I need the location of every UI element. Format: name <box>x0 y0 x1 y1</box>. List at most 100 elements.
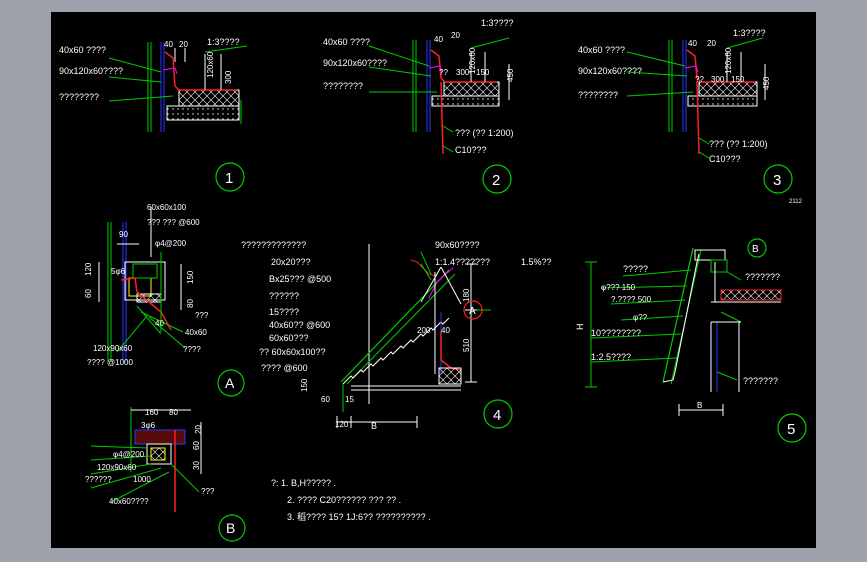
detail-a-bottom-2: ???? @1000 <box>87 358 133 367</box>
detail-a <box>98 207 245 397</box>
detail-5-callout-b: B <box>752 244 759 255</box>
detail-b-dim-30: 30 <box>192 461 201 470</box>
detail-b-label-3: 1000 <box>133 475 151 484</box>
detail-1-label-2: 90x120x60???? <box>59 66 123 76</box>
detail-a-rebar: φ4@200 <box>155 239 187 248</box>
detail-2-dim-450: 450 <box>506 68 515 82</box>
cad-drawing: 40x60 ???? 90x120x60???? ???????? 40 20 … <box>59 18 807 542</box>
detail-3-slope: 1:3???? <box>733 28 766 38</box>
detail-1-number: 1 <box>225 170 233 187</box>
detail-1-dim-300: 300 <box>224 70 233 84</box>
detail-4 <box>336 244 513 429</box>
detail-b-note: ??? <box>201 487 215 496</box>
detail-4-left-1: 20x20??? <box>271 257 311 267</box>
detail-b-dim-60: 60 <box>192 441 201 450</box>
detail-4-dim-180: 180 <box>462 288 471 302</box>
detail-4-dim-60: 60 <box>321 395 330 404</box>
detail-1 <box>108 42 248 192</box>
detail-2-dim-c: 150 <box>476 68 490 77</box>
note-line-1: ?: 1. B,H????? . <box>271 478 336 488</box>
detail-4-left-4: 15???? <box>269 307 299 317</box>
detail-a-top-1: 60x60x100 <box>147 203 187 212</box>
note-line-2: 2. ???? C20?????? ??? ?? . <box>287 495 401 505</box>
detail-3-dim-120: 120x60 <box>724 47 733 74</box>
detail-2-dim-a: ?? <box>439 68 448 77</box>
detail-2-dim-40: 40 <box>434 35 443 44</box>
detail-2-dim-b: 300 <box>456 68 470 77</box>
detail-3 <box>626 37 793 194</box>
detail-a-bottom-1: 120x90x60 <box>93 344 133 353</box>
detail-5-label-2: ?.???? 500 <box>611 295 652 304</box>
detail-4-left-5: 40x60?? @600 <box>269 320 330 330</box>
detail-2-number: 2 <box>492 172 500 189</box>
detail-3-note-2: C10??? <box>709 154 741 164</box>
detail-a-note-3: ??? <box>195 311 209 320</box>
detail-5-labels: B ????? φ??? 150 ?.???? 500 φ?? 10??????… <box>575 244 795 438</box>
detail-3-note-1: ??? (?? 1:200) <box>709 139 768 149</box>
detail-4-dim-15: 15 <box>345 395 354 404</box>
detail-1-slope: 1:3???? <box>207 37 240 47</box>
general-notes: ?: 1. B,H????? . 2. ???? C20?????? ??? ?… <box>271 478 431 522</box>
detail-4-left-6: 60x60??? <box>269 333 309 343</box>
detail-3-label-1: 40x60 ???? <box>578 45 625 55</box>
detail-5-label-4: 10???????? <box>591 328 641 338</box>
detail-2-label-3: ???????? <box>323 81 363 91</box>
detail-5-label-1: φ??? 150 <box>601 283 636 292</box>
detail-4-top-1: 90x60???? <box>435 240 480 250</box>
detail-3-dim-450: 450 <box>762 76 771 90</box>
detail-a-dim-80: 80 <box>186 299 195 308</box>
detail-b-dim-160: 160 <box>145 408 159 417</box>
detail-5-dim-h: H <box>575 324 585 331</box>
detail-5-label-3: φ?? <box>633 313 648 322</box>
detail-a-letter: A <box>225 375 235 391</box>
detail-3-dim-20: 20 <box>707 39 716 48</box>
detail-4-left-0: ????????????? <box>241 240 306 250</box>
detail-5-label-0: ????? <box>623 264 648 274</box>
corner-tag: 2112 <box>789 199 803 205</box>
detail-5-label-5: 1:2.5???? <box>591 352 631 362</box>
detail-4-left-3: ?????? <box>269 291 299 301</box>
detail-2-label-2: 90x120x60???? <box>323 58 387 68</box>
detail-a-dim-120: 120 <box>84 262 93 276</box>
detail-2-label-1: 40x60 ???? <box>323 37 370 47</box>
detail-5-dim-b: B <box>697 401 702 410</box>
detail-2-slope: 1:3???? <box>481 18 514 28</box>
detail-3-dim-40: 40 <box>688 39 697 48</box>
detail-a-note-2: ???? <box>183 345 201 354</box>
detail-5 <box>585 238 807 443</box>
detail-3-number: 3 <box>773 172 781 189</box>
detail-a-note-1: 40x60 <box>185 328 207 337</box>
detail-2-dim-120: 120x60 <box>468 47 477 74</box>
detail-3-dim-c: 150 <box>731 75 745 84</box>
detail-4-number: 4 <box>493 407 501 424</box>
detail-b-label-4: 40x60???? <box>109 497 149 506</box>
detail-4-left-8: ???? @600 <box>261 363 308 373</box>
detail-5-label-6: ??????? <box>745 272 780 282</box>
detail-a-dim-60: 60 <box>84 289 93 298</box>
detail-2-note-1: ??? (?? 1:200) <box>455 128 514 138</box>
detail-4-top-2: 1:1.4??????? <box>435 257 490 267</box>
detail-2 <box>368 37 512 194</box>
detail-3-label-3: ???????? <box>578 90 618 100</box>
detail-4-left-2: Bx25??? @500 <box>269 274 331 284</box>
detail-a-dim-40: 40 <box>155 319 164 328</box>
detail-a-dim-90: 90 <box>119 230 128 239</box>
detail-3-label-2: 90x120x60???? <box>578 66 642 76</box>
detail-1-dim-120: 120x60 <box>206 51 215 78</box>
cad-drawing-canvas: 40x60 ???? 90x120x60???? ???????? 40 20 … <box>51 12 816 548</box>
detail-2-dim-20: 20 <box>451 31 460 40</box>
detail-4-dim-b: B <box>371 421 377 431</box>
detail-1-dim-40: 40 <box>164 40 173 49</box>
detail-4-left-labels: ????????????? 20x20??? Bx25??? @500 ????… <box>241 240 331 373</box>
detail-a-bar: 5φ6 <box>111 267 126 276</box>
detail-4-dim-40: 40 <box>441 326 450 335</box>
detail-1-dim-20: 20 <box>179 40 188 49</box>
note-line-3: 3. 稻???? 15? 1J:6?? ?????????? . <box>287 512 431 522</box>
detail-4-dim-200: 200 <box>417 326 431 335</box>
detail-b-dim-20: 20 <box>194 425 203 434</box>
detail-b-bar: 3φ6 <box>141 421 156 430</box>
detail-4-dim-510: 510 <box>462 338 471 352</box>
detail-b-rebar: φ4@200 <box>113 450 145 459</box>
detail-2-note-2: C10??? <box>455 145 487 155</box>
detail-b-letter: B <box>226 520 235 536</box>
